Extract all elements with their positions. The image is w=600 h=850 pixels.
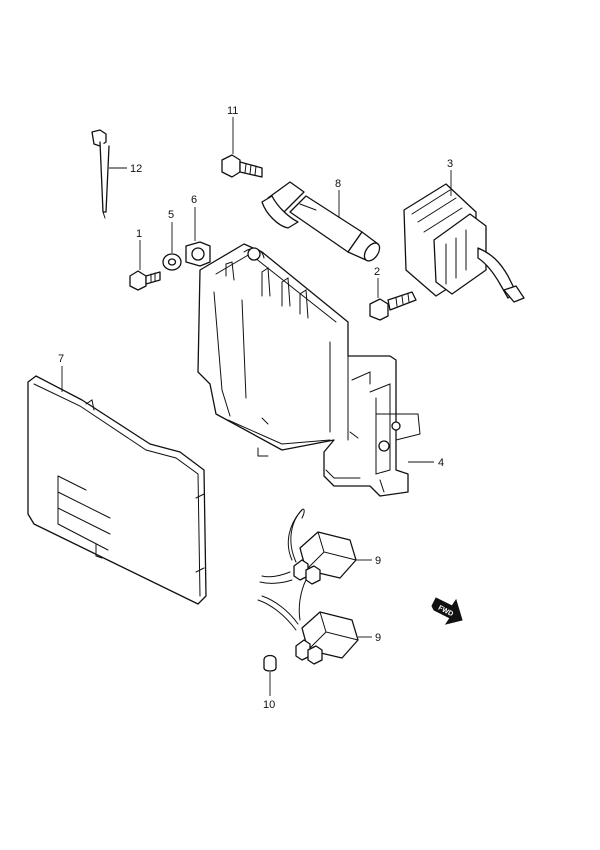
part-9-relay-upper [259,508,372,585]
part-4-bracket [197,243,434,497]
part-3-rectifier [403,170,525,303]
part-6-grommet [185,207,211,267]
part-7-cover [27,366,207,605]
fwd-arrow-icon: FWD [431,597,463,625]
callout-3: 3 [447,158,453,170]
callout-6: 6 [191,194,197,206]
callout-11: 11 [227,105,238,117]
part-11-bolt [221,117,263,178]
part-12-cable-tie [91,129,127,219]
callout-5: 5 [168,209,174,221]
part-9-relay-lower [257,579,372,665]
callout-8: 8 [335,178,341,190]
callout-12: 12 [130,163,142,175]
callout-1: 1 [136,228,142,240]
callout-9-upper: 9 [375,555,381,567]
callout-4: 4 [438,457,444,469]
callout-9-lower: 9 [375,632,381,644]
part-1-bolt [129,240,161,291]
part-5-washer [162,222,182,271]
callout-2: 2 [374,266,380,278]
part-2-bolt [369,278,417,321]
callout-10: 10 [263,699,275,711]
part-8-ignition-coil [261,181,381,262]
part-10-cap [263,654,277,696]
callout-7: 7 [58,353,64,365]
